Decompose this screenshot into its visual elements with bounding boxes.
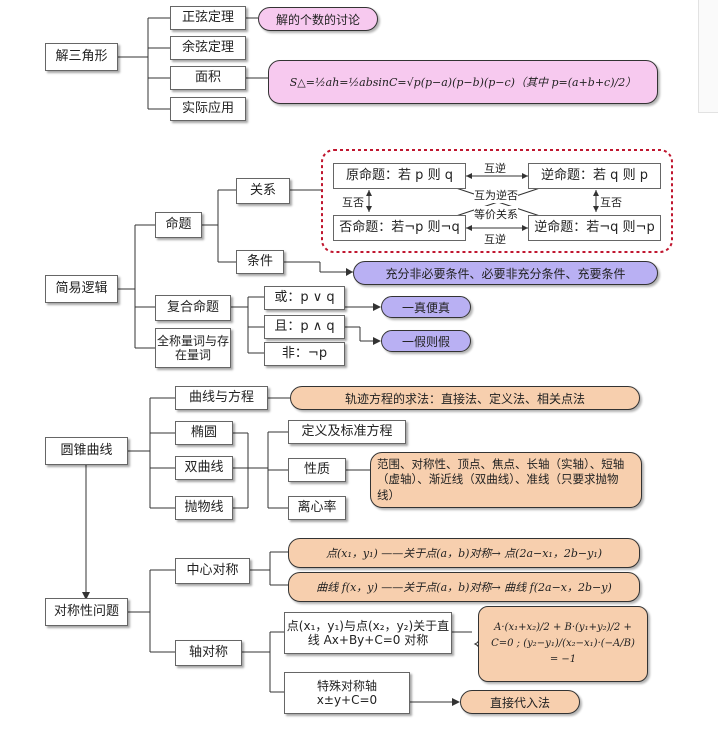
- condition: 条件: [236, 250, 284, 274]
- label-negation-right: 互否: [600, 196, 622, 209]
- parabola: 抛物线: [175, 496, 233, 520]
- curve-equation: 曲线与方程: [175, 386, 268, 410]
- center-curve-rule: 曲线 f(x，y) ——关于点(a，b)对称→ 曲线 f(2a−x，2b−y): [288, 572, 640, 602]
- special-axis: 特殊对称轴 x±y+C=0: [284, 672, 410, 714]
- label-equivalent: 等价关系: [474, 206, 518, 222]
- symmetry-root: 对称性问题: [45, 598, 128, 626]
- property: 性质: [288, 458, 346, 482]
- application: 实际应用: [170, 97, 246, 121]
- label-negation-left: 互否: [342, 196, 364, 209]
- proposition: 命题: [155, 212, 202, 238]
- conic-root: 圆锥曲线: [45, 437, 128, 465]
- one-false: 一假则假: [381, 330, 471, 352]
- sine-note: 解的个数的讨论: [258, 7, 378, 31]
- area-formula: S△=½ah=½absinC=√p(p−a)(p−b)(p−c)（其中 p=(a…: [268, 60, 658, 104]
- quantifier: 全称量词与存在量词: [155, 328, 231, 368]
- axis-description: 点(x₁，y₁)与点(x₂，y₂)关于直线 Ax+By+C=0 对称: [284, 612, 452, 654]
- contrapositive-proposition: 逆命题：若¬q 则¬p: [528, 215, 661, 241]
- hyperbola: 双曲线: [175, 456, 233, 480]
- eccentricity: 离心率: [288, 496, 346, 520]
- sine-law: 正弦定理: [170, 6, 246, 30]
- label-contrapositive: 互为逆否: [474, 187, 518, 203]
- inverse-proposition: 否命题：若¬p 则¬q: [333, 215, 466, 241]
- ellipse: 椭圆: [175, 421, 233, 445]
- label-mutual-inverse-top: 互逆: [484, 162, 506, 175]
- trajectory-note: 轨迹方程的求法：直接法、定义法、相关点法: [290, 386, 640, 410]
- property-note: 范围、对称性、顶点、焦点、长轴（实轴）、短轴（虚轴）、渐近线（双曲线）、准线（只…: [370, 452, 642, 508]
- background-panel: [698, 0, 718, 113]
- one-true: 一真便真: [381, 296, 471, 318]
- compound: 复合命题: [155, 295, 231, 321]
- label-mutual-inverse-bottom: 互逆: [484, 233, 506, 246]
- original-proposition: 原命题：若 p 则 q: [333, 163, 466, 189]
- converse-proposition: 逆命题：若 q 则 p: [528, 163, 661, 189]
- central-symmetry: 中心对称: [175, 558, 250, 584]
- definition-equation: 定义及标准方程: [288, 420, 406, 444]
- cosine-law: 余弦定理: [170, 36, 246, 60]
- logic-not: 非：¬p: [264, 342, 345, 366]
- logic-or: 或：p ∨ q: [264, 286, 345, 310]
- triangle-root: 解三角形: [45, 43, 118, 71]
- condition-note: 充分非必要条件、必要非充分条件、充要条件: [353, 261, 658, 285]
- relation: 关系: [236, 178, 290, 204]
- logic-and: 且：p ∧ q: [264, 315, 345, 339]
- logic-root: 简易逻辑: [45, 275, 118, 303]
- center-point-rule: 点(x₁，y₁) ——关于点(a，b)对称→ 点(2a−x₁，2b−y₁): [288, 538, 640, 568]
- axis-system: A·(x₁+x₂)/2 + B·(y₁+y₂)/2 + C=0 ; (y₂−y₁…: [478, 606, 648, 682]
- axial-symmetry: 轴对称: [175, 640, 242, 666]
- direct-substitution: 直接代入法: [460, 690, 580, 714]
- area: 面积: [170, 66, 246, 90]
